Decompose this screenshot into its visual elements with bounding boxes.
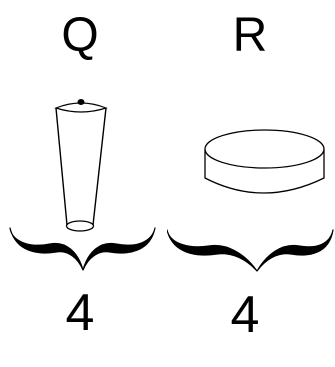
panel-r: R 4 [167,0,335,367]
brace-q [0,0,168,290]
brace-r [167,0,335,290]
count-r: 4 [161,284,329,346]
count-q: 4 [0,282,164,344]
panel-q: Q 4 [0,0,168,367]
